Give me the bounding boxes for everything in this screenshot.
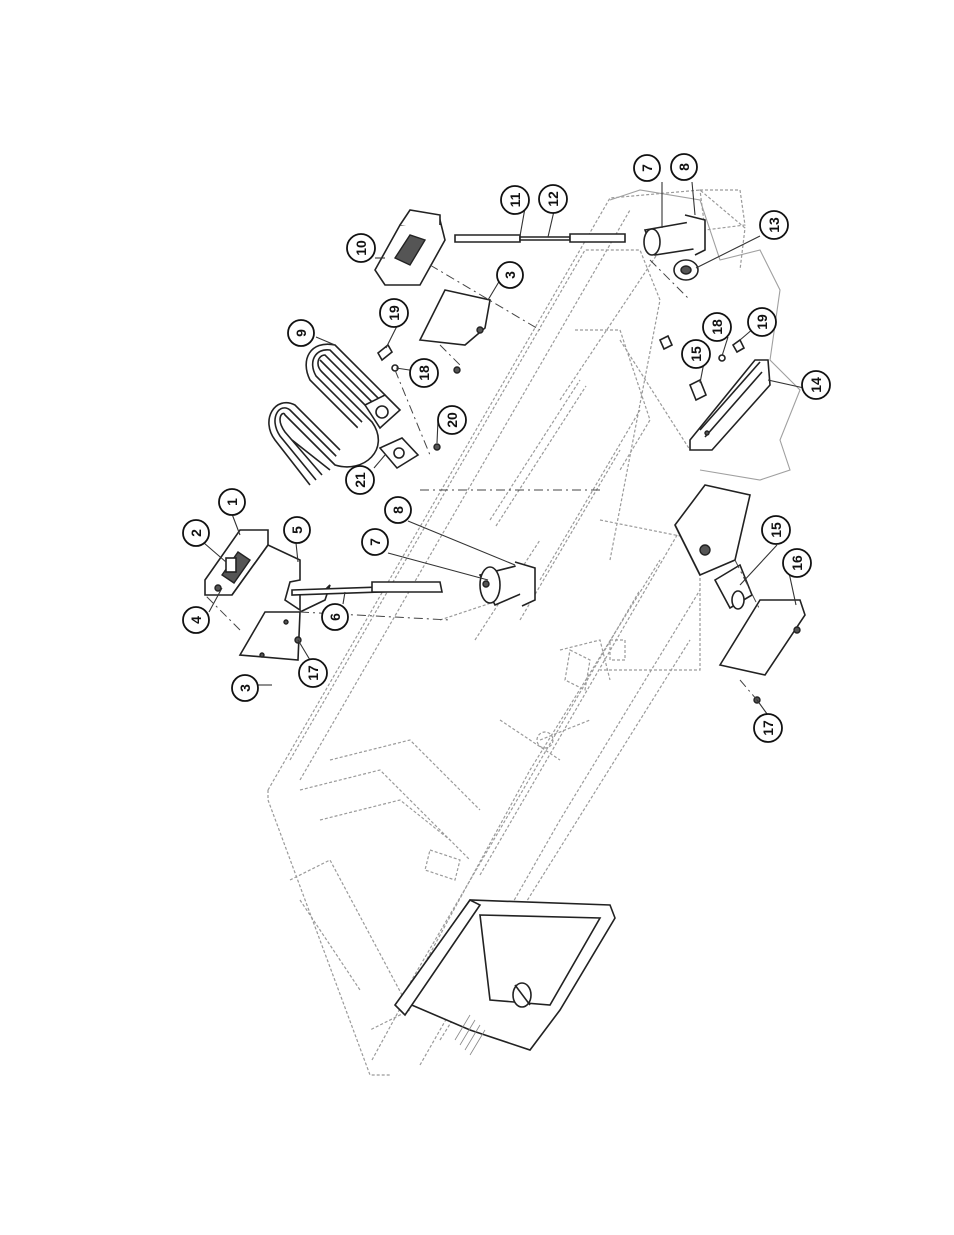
svg-text:17: 17 (760, 720, 776, 736)
callout-3-right: 3 (496, 261, 524, 289)
callout-17-right: 17 (753, 713, 783, 743)
callout-15-upper: 15 (681, 339, 711, 369)
svg-text:21: 21 (352, 472, 368, 488)
callout-8-left: 8 (384, 496, 412, 524)
svg-text:20: 20 (444, 412, 460, 428)
svg-text:16: 16 (789, 555, 805, 571)
svg-text:8: 8 (390, 506, 406, 514)
svg-text:9: 9 (293, 329, 309, 337)
svg-text:19: 19 (754, 314, 770, 330)
callout-12: 12 (538, 184, 568, 214)
svg-text:15: 15 (688, 346, 704, 362)
svg-text:12: 12 (545, 191, 561, 207)
callout-7-left: 7 (361, 528, 389, 556)
callout-11: 11 (500, 185, 530, 215)
svg-text:14: 14 (808, 377, 824, 393)
svg-text:2: 2 (188, 529, 204, 537)
svg-text:13: 13 (766, 217, 782, 233)
right-motor (643, 214, 706, 256)
element-flange (363, 394, 441, 470)
right-switch-bracket (374, 209, 446, 286)
right-cover-plate (418, 289, 491, 374)
svg-text:10: 10 (353, 240, 369, 256)
callout-17-left: 17 (298, 658, 328, 688)
callout-6: 6 (321, 603, 349, 631)
lower-control-box (674, 484, 753, 610)
svg-text:17: 17 (305, 665, 321, 681)
callout-18-upper: 18 (409, 358, 439, 388)
control-knob (673, 259, 699, 281)
callout-2: 2 (182, 519, 210, 547)
upper-screws (376, 343, 399, 372)
left-motor (478, 561, 536, 607)
callout-15-lower: 15 (761, 515, 791, 545)
callout-20: 20 (437, 405, 467, 435)
svg-text:7: 7 (639, 164, 655, 172)
svg-text:18: 18 (416, 365, 432, 381)
svg-text:15: 15 (768, 522, 784, 538)
callout-9: 9 (287, 319, 315, 347)
svg-text:7: 7 (367, 538, 383, 546)
callout-21: 21 (345, 465, 375, 495)
lower-cover-plate (718, 599, 806, 704)
svg-text:19: 19 (386, 305, 402, 321)
callout-16: 16 (782, 548, 812, 578)
callouts: 1 2 3 4 5 6 7 8 17 3 7 8 (182, 153, 831, 743)
svg-text:11: 11 (507, 192, 523, 207)
callout-14: 14 (801, 370, 831, 400)
mounting-bracket (689, 359, 771, 451)
callout-13: 13 (759, 210, 789, 240)
callout-7-right: 7 (633, 154, 661, 182)
callout-19-upper: 19 (379, 298, 409, 328)
callout-10: 10 (346, 233, 376, 263)
svg-text:3: 3 (502, 271, 518, 279)
heating-element (268, 343, 386, 486)
callout-4: 4 (182, 606, 210, 634)
callout-19-right: 19 (747, 307, 777, 337)
left-switch-bracket (204, 529, 331, 613)
right-rod (454, 233, 626, 243)
callout-18-right: 18 (702, 312, 732, 342)
svg-text:8: 8 (676, 163, 692, 171)
svg-text:3: 3 (237, 684, 253, 692)
callout-1: 1 (218, 488, 246, 516)
callout-3-left: 3 (231, 674, 259, 702)
end-panel-assembly (393, 898, 616, 1056)
svg-text:18: 18 (709, 319, 725, 335)
svg-text:1: 1 (224, 498, 240, 506)
svg-text:4: 4 (188, 616, 204, 624)
spacers (658, 334, 746, 402)
svg-text:5: 5 (289, 526, 305, 534)
left-rod (291, 581, 443, 596)
svg-text:6: 6 (327, 613, 343, 621)
callout-8-right: 8 (670, 153, 698, 181)
left-cover-plate (238, 611, 302, 661)
callout-5: 5 (283, 516, 311, 544)
